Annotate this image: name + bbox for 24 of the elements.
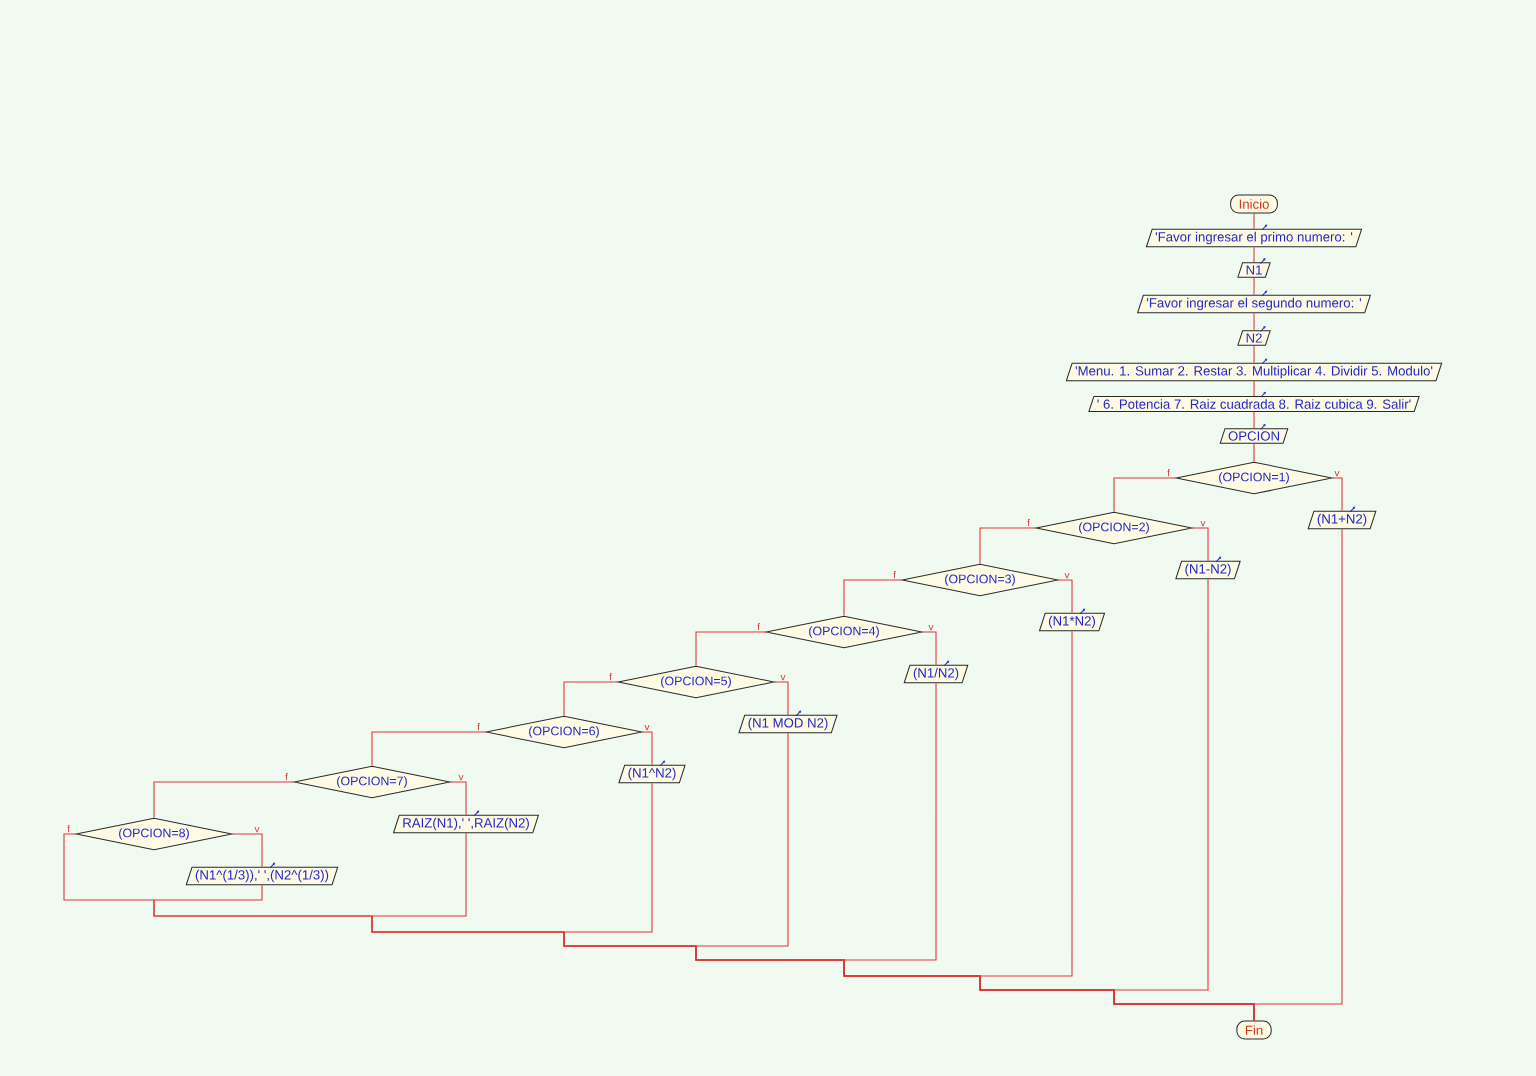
connector — [153, 781, 295, 819]
connector — [1253, 312, 1255, 331]
connector — [1057, 579, 1073, 614]
connector — [231, 833, 263, 868]
connector — [449, 781, 467, 816]
connector — [1253, 411, 1255, 429]
connector — [641, 731, 653, 766]
connector — [979, 527, 1037, 565]
connector — [921, 631, 937, 666]
connector — [1253, 212, 1255, 230]
connector — [1113, 477, 1177, 513]
connector — [695, 631, 767, 667]
connector — [1253, 345, 1255, 364]
connector — [563, 681, 619, 717]
connector — [773, 681, 789, 716]
connector — [843, 579, 903, 617]
connector — [1253, 277, 1255, 296]
connector — [371, 731, 487, 767]
connector — [1253, 380, 1255, 397]
connector — [1253, 443, 1255, 463]
connector — [1253, 528, 1343, 1022]
connector — [1253, 246, 1255, 263]
connector — [1331, 477, 1343, 512]
connector — [1191, 527, 1209, 562]
